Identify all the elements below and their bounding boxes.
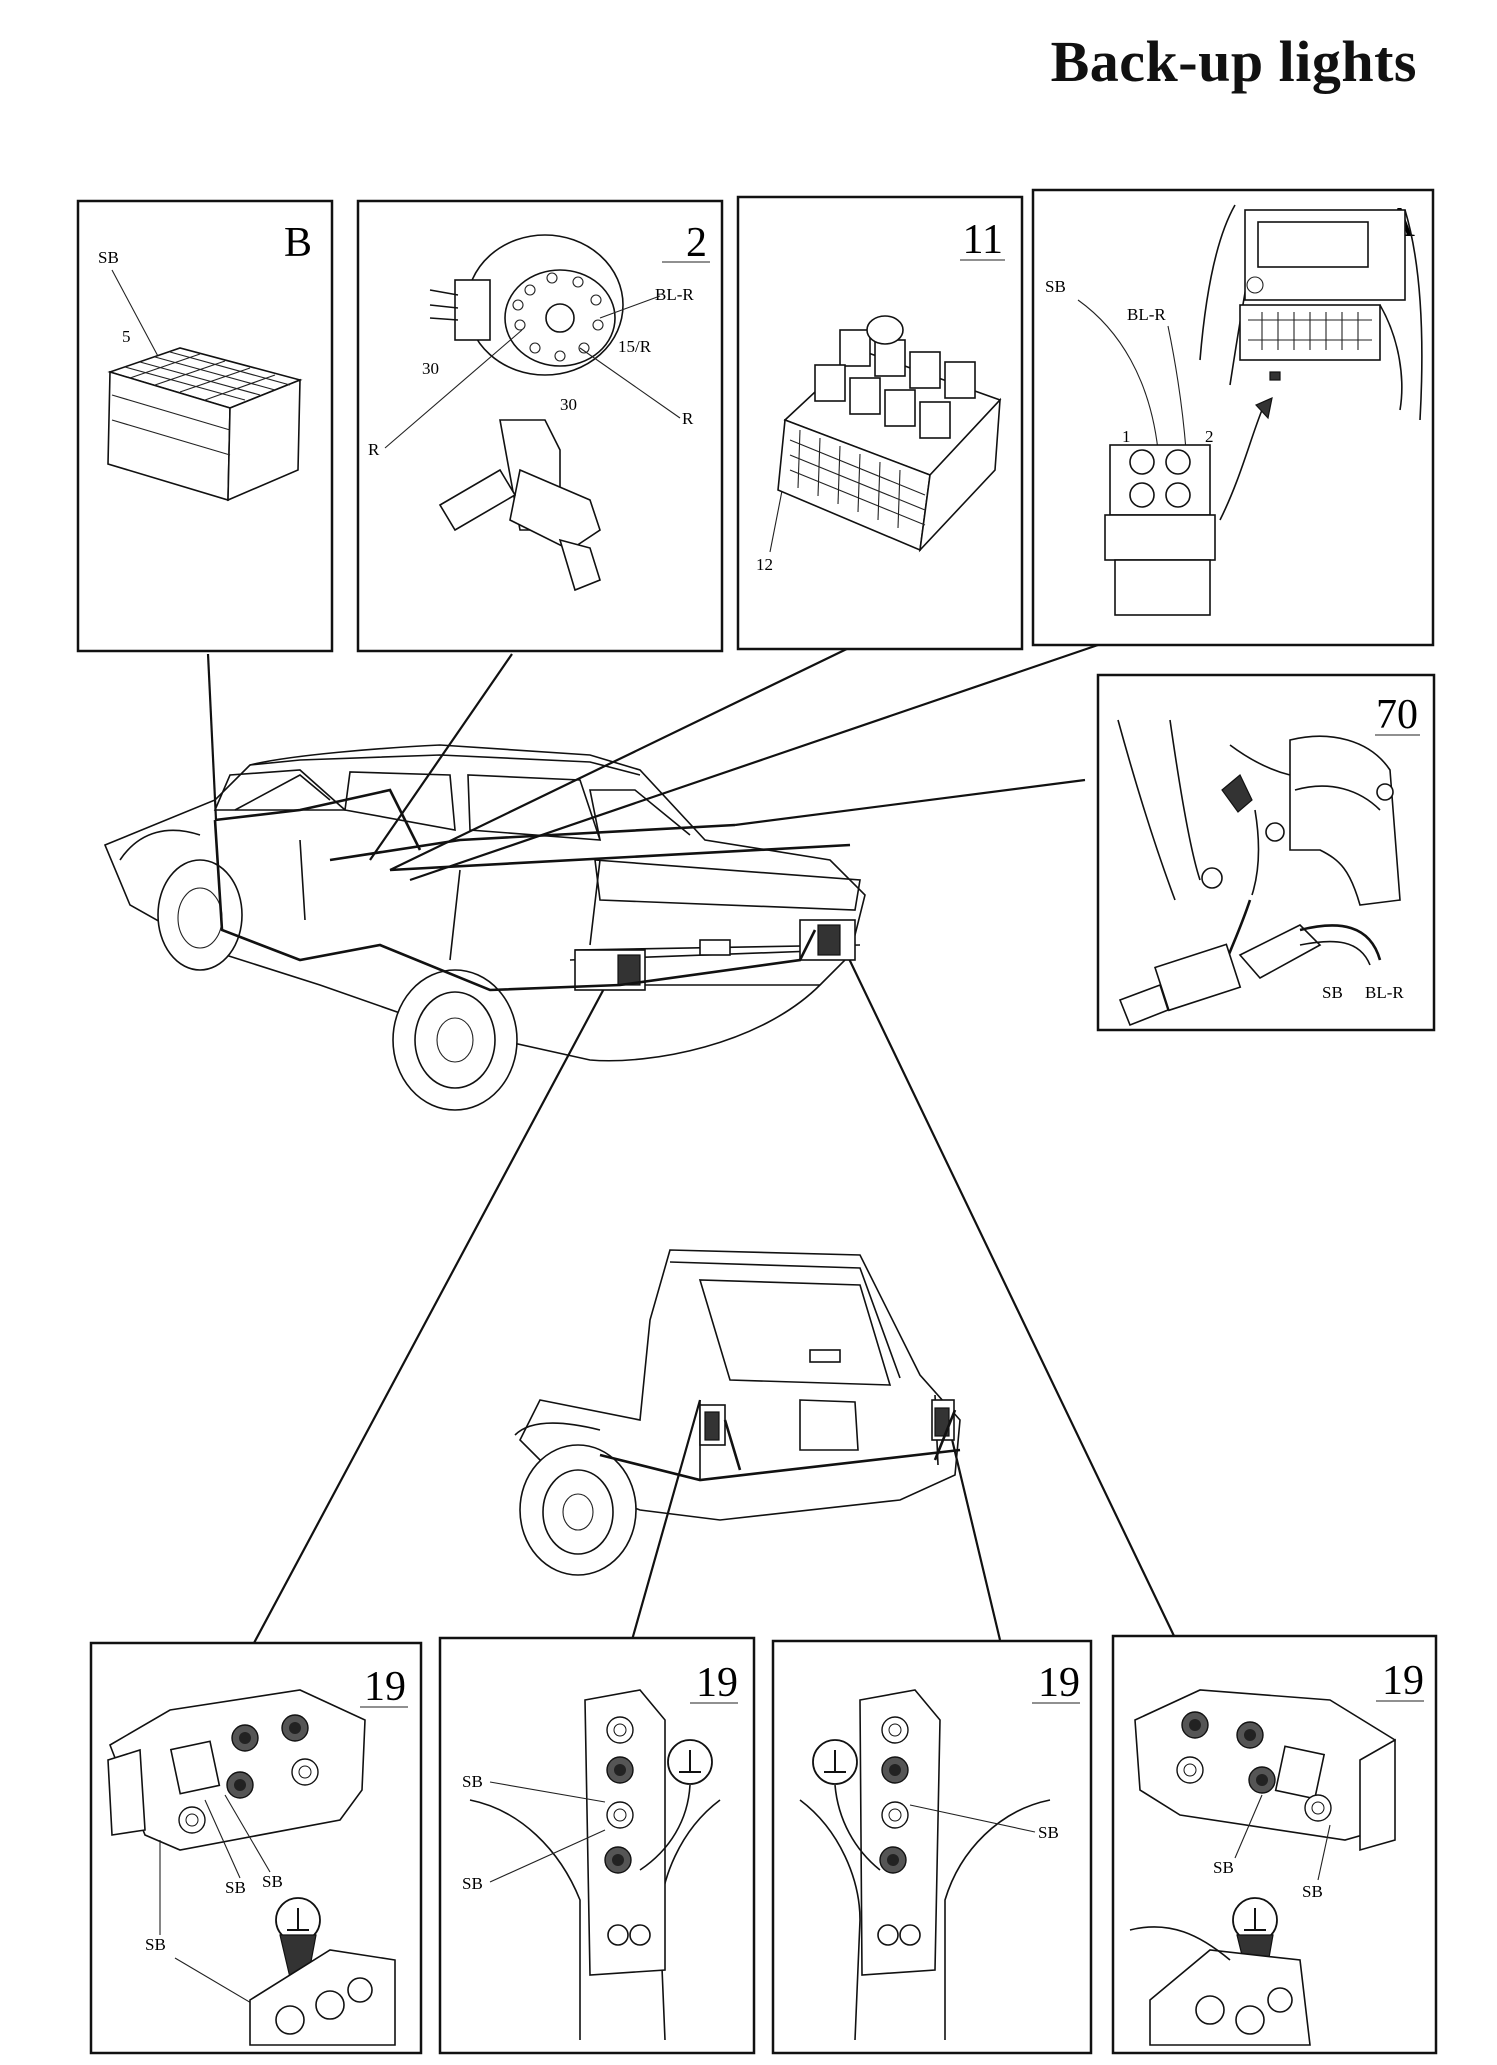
panel-19-2-label-sb2: SB bbox=[462, 1874, 483, 1893]
ignition-switch-icon bbox=[384, 234, 681, 592]
wagon-car-icon bbox=[514, 1249, 961, 1576]
panel-2-number: 2 bbox=[686, 220, 707, 266]
panel-11-label-12: 12 bbox=[756, 555, 773, 574]
panel-B-label-sb: SB bbox=[98, 248, 119, 267]
panel-2: 2 BL-R 15/R 30 30 R R bbox=[356, 199, 724, 653]
panel-B-number: B bbox=[284, 220, 312, 266]
panel-2-label-blr: BL-R bbox=[655, 285, 694, 304]
panel-19-sedan-right: 19 SB SB bbox=[1111, 1634, 1438, 2055]
panel-70-label-sb: SB bbox=[1322, 983, 1343, 1002]
panel-B: B SB 5 bbox=[76, 199, 334, 653]
panel-19-4-label-sb2: SB bbox=[1302, 1882, 1323, 1901]
panel-A-label-2: 2 bbox=[1205, 427, 1214, 446]
panel-19-1-label-sb3: SB bbox=[145, 1935, 166, 1954]
page-title: Back-up lights bbox=[1050, 29, 1417, 94]
panel-2-label-30a: 30 bbox=[422, 359, 439, 378]
leader-lines bbox=[206, 643, 1176, 1644]
panel-70-label-blr: BL-R bbox=[1365, 983, 1404, 1002]
panel-19-2-label-sb1: SB bbox=[462, 1772, 483, 1791]
backup-switch-icon bbox=[1117, 719, 1401, 1027]
panel-2-label-r1: R bbox=[368, 440, 380, 459]
panel-A-label-1: 1 bbox=[1122, 427, 1131, 446]
panel-70: 70 SB BL-R bbox=[1096, 673, 1436, 1032]
panel-70-number: 70 bbox=[1376, 692, 1418, 738]
panel-11-number: 11 bbox=[963, 217, 1003, 263]
relay-box-icon bbox=[777, 315, 1002, 553]
panel-19-4-number: 19 bbox=[1382, 1658, 1424, 1704]
panel-B-label-5: 5 bbox=[122, 327, 131, 346]
panel-19-3-label-sb1: SB bbox=[1038, 1823, 1059, 1842]
panel-19-1-label-sb2: SB bbox=[262, 1872, 283, 1891]
panel-A-label-blr: BL-R bbox=[1127, 305, 1166, 324]
panel-A: A SB BL-R 1 2 bbox=[1031, 188, 1435, 647]
panel-19-sedan-left: 19 SB SB SB bbox=[89, 1641, 423, 2055]
panel-11: 11 12 bbox=[736, 195, 1024, 651]
panel-A-label-sb: SB bbox=[1045, 277, 1066, 296]
panel-19-wagon-right: 19 SB bbox=[771, 1639, 1093, 2055]
panel-19-4-label-sb1: SB bbox=[1213, 1858, 1234, 1877]
sedan-car-icon bbox=[103, 744, 866, 1111]
panel-2-label-15r: 15/R bbox=[618, 337, 652, 356]
panel-19-3-number: 19 bbox=[1038, 1660, 1080, 1706]
fuse-box-icon bbox=[107, 347, 303, 502]
panel-2-label-r2: R bbox=[682, 409, 694, 428]
panel-19-1-label-sb1: SB bbox=[225, 1878, 246, 1897]
panel-19-2-number: 19 bbox=[696, 1660, 738, 1706]
dashboard-icon bbox=[1199, 204, 1423, 421]
connector-icon bbox=[1104, 444, 1216, 616]
panel-19-1-number: 19 bbox=[364, 1664, 406, 1710]
panel-19-wagon-left: 19 SB SB bbox=[438, 1636, 756, 2055]
panel-2-label-30b: 30 bbox=[560, 395, 577, 414]
